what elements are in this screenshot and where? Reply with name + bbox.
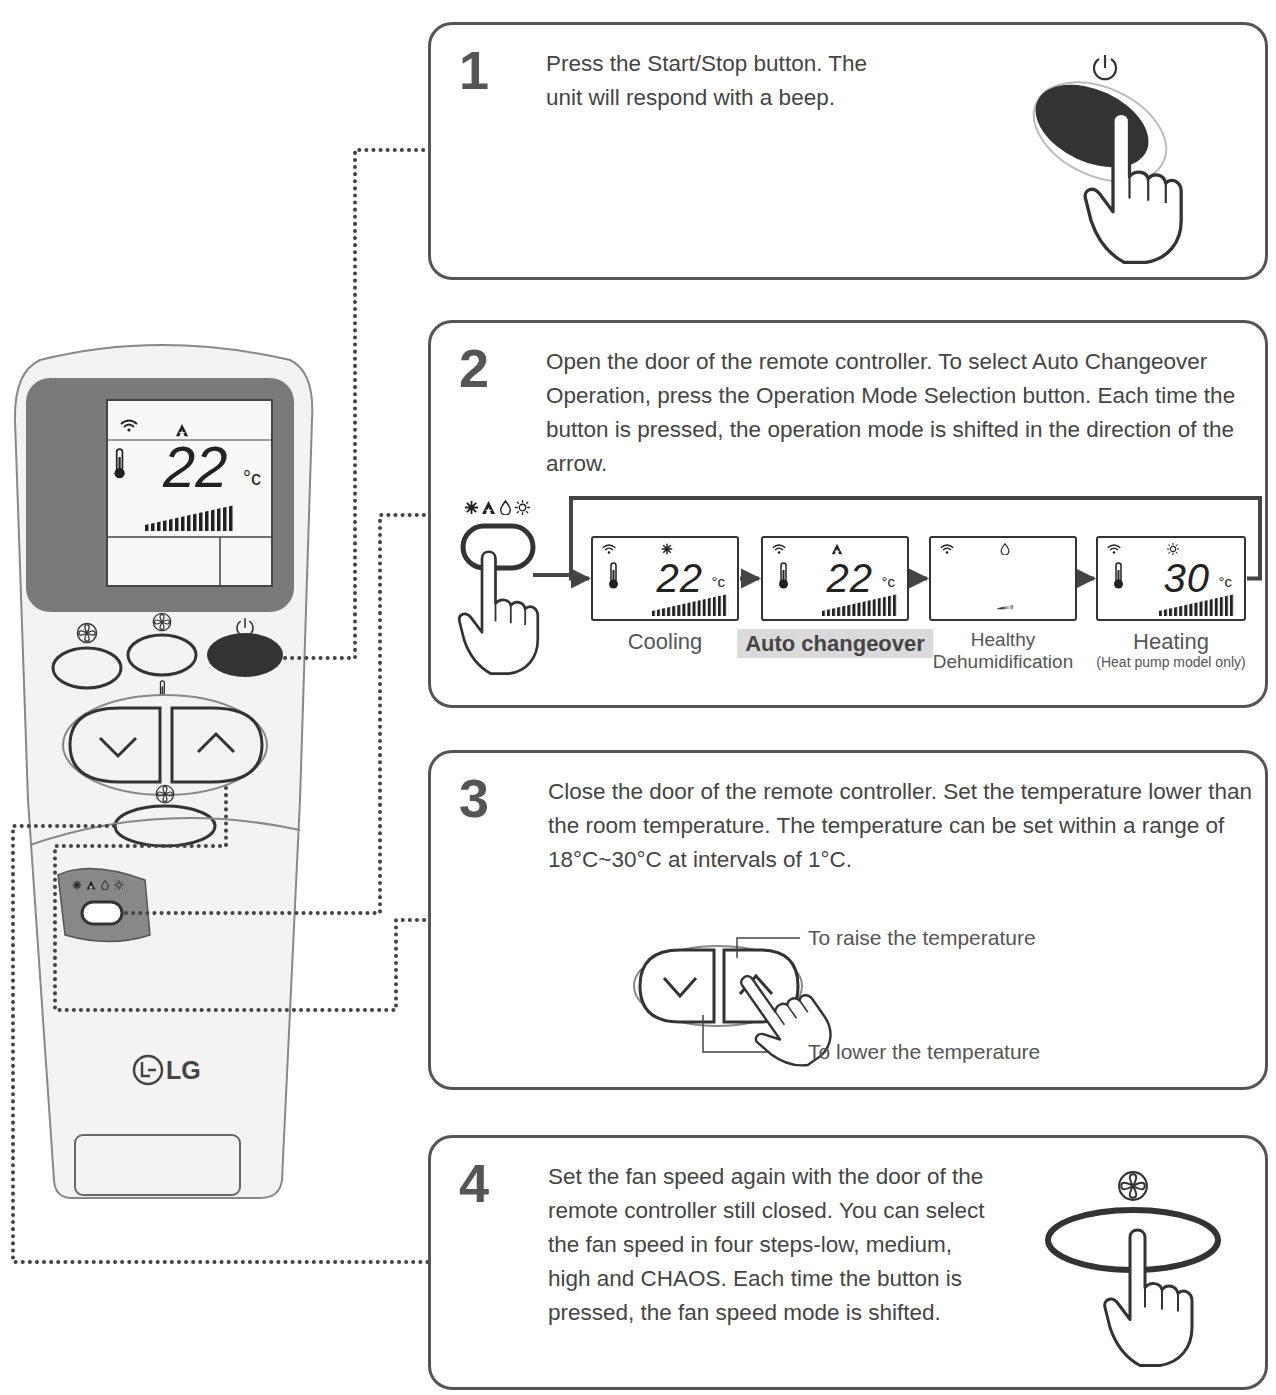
display-temperature: 30 — [1164, 558, 1211, 598]
step-number: 1 — [459, 43, 489, 97]
step-number: 3 — [459, 771, 489, 825]
display-unit: °c — [712, 574, 726, 589]
mode-arrow — [910, 577, 927, 581]
remote-controller — [15, 345, 312, 1198]
start-button-art — [1018, 55, 1182, 262]
step-panel: 4 Set the fan speed again with the door o… — [428, 1135, 1268, 1390]
mode-display: 22°cCooling — [591, 536, 739, 621]
mode-display: Healthy Dehumidification — [929, 536, 1077, 621]
display-temperature: 22 — [827, 558, 874, 598]
step-panel: 1 Press the Start/Stop button. The unit w… — [428, 22, 1268, 280]
mode-caption-group: Cooling — [628, 629, 703, 654]
mode-arrow — [740, 577, 759, 581]
step-text: Close the door of the remote controller.… — [548, 775, 1258, 877]
display-temperature: 22 — [657, 558, 704, 598]
mode-caption: Cooling — [628, 629, 703, 654]
step-text: Press the Start/Stop button. The unit wi… — [546, 47, 886, 115]
callout-text: To lower the temperature — [808, 1041, 1040, 1062]
mode-caption: Healthy Dehumidification — [918, 629, 1088, 673]
mode-button-art — [459, 500, 570, 674]
mode-display: 30°cHeating(Heat pump model only) — [1096, 536, 1246, 621]
step-text: Set the fan speed again with the door of… — [548, 1160, 988, 1330]
mode-caption: Heating — [1096, 629, 1245, 654]
mode-caption-group: Healthy Dehumidification — [918, 629, 1088, 673]
display-unit: °c — [1219, 574, 1233, 589]
step-text: Open the door of the remote controller. … — [546, 345, 1251, 481]
leader-lines — [13, 150, 428, 1262]
mode-caption-group: Heating(Heat pump model only) — [1096, 629, 1245, 670]
callout-text: To raise the temperature — [808, 927, 1036, 948]
mode-arrow — [1078, 577, 1094, 581]
display-unit: °c — [243, 468, 261, 488]
brand-logo: LG — [166, 1058, 201, 1083]
display-icons — [931, 538, 1075, 619]
display-temperature: 22 — [163, 438, 228, 496]
mode-display: 22°cAuto changeover — [761, 536, 909, 621]
step-number: 4 — [459, 1156, 489, 1210]
mode-caption-group: Auto changeover — [737, 629, 933, 658]
display-unit: °c — [882, 574, 896, 589]
fan-button-art — [1048, 1172, 1218, 1365]
mode-caption: (Heat pump model only) — [1096, 654, 1245, 670]
step-panel: 3 Close the door of the remote controller… — [428, 750, 1268, 1090]
mode-caption: Auto changeover — [737, 629, 933, 658]
step-number: 2 — [459, 341, 489, 395]
step-panel: 2 Open the door of the remote controller.… — [428, 320, 1268, 708]
